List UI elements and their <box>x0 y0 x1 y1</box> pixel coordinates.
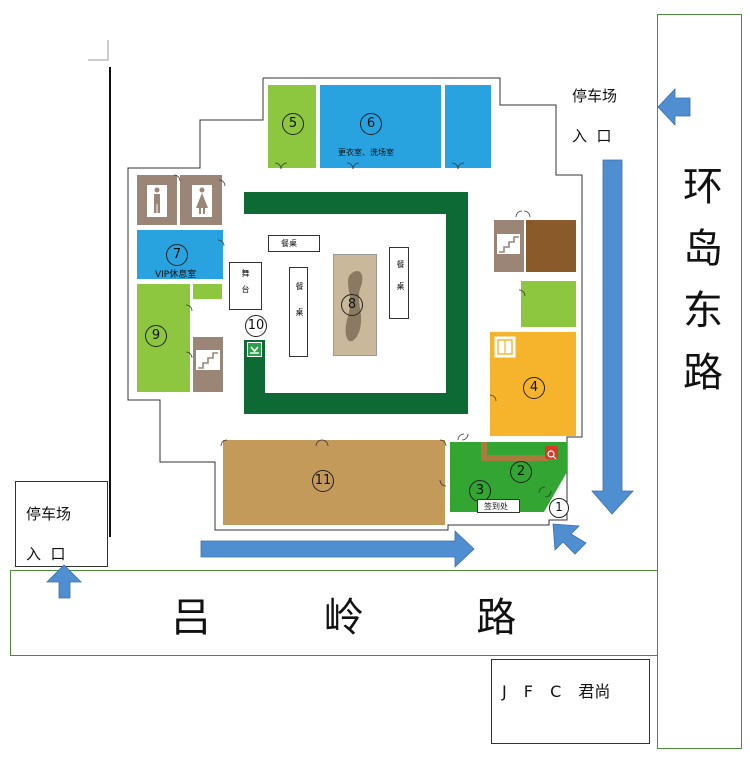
hall-wall-left <box>244 340 265 414</box>
search-icon <box>545 446 558 460</box>
hall-wall-right <box>446 192 468 414</box>
parking-line2: 入 口 <box>26 545 66 563</box>
parking-line2: 入 口 <box>572 127 612 145</box>
jfc-box: J F C 君尚 <box>491 659 650 744</box>
arrow-down-icon <box>591 159 634 515</box>
parking-entrance-box-left: 停车场 入 口 <box>15 481 108 567</box>
area-5-number: 5 <box>282 113 304 135</box>
east-road: 环岛东路 <box>657 14 742 749</box>
room-storage <box>526 220 576 272</box>
stage: 舞台 <box>229 262 262 310</box>
changing-room-label: 更衣室、洗场室 <box>338 148 394 157</box>
area-8-number: 8 <box>341 294 363 316</box>
south-road: 吕 岭 路 <box>10 570 658 656</box>
arrow-right-icon <box>200 530 475 568</box>
area-4-number: 4 <box>523 377 545 399</box>
area-11-number: 11 <box>312 470 334 492</box>
vip-lounge-label: VIP休息室 <box>155 270 197 280</box>
man-icon <box>147 185 167 217</box>
dining-table-right: 餐桌 <box>389 247 409 319</box>
room-9-annex <box>193 284 222 299</box>
room-6-annex <box>445 85 491 168</box>
woman-icon <box>192 185 212 217</box>
dining-table-label: 餐桌 <box>295 282 304 334</box>
dining-table-label: 餐桌 <box>281 239 297 248</box>
arrow-up-icon <box>46 564 82 599</box>
arrow-left-icon <box>657 87 691 127</box>
east-road-label: 环岛东路 <box>676 165 722 413</box>
area-2-number: 2 <box>510 461 532 483</box>
stage-label: 舞台 <box>241 269 250 301</box>
area-1-number: 1 <box>549 498 569 518</box>
area-6-number: 6 <box>360 113 382 135</box>
area-10-number: 10 <box>245 315 267 337</box>
elevator-icon <box>493 335 517 359</box>
sign-in-label: 签到处 <box>484 502 508 511</box>
arrow-diagonal-icon <box>552 523 587 555</box>
stairs-icon <box>196 350 220 370</box>
area-9-number: 9 <box>145 325 167 347</box>
dining-table-left: 餐桌 <box>289 267 308 357</box>
jfc-label: J F C 君尚 <box>502 682 611 701</box>
entrance-icon <box>246 341 263 358</box>
door-icons <box>173 162 552 498</box>
room-green-right <box>521 281 576 327</box>
dining-table-top: 餐桌 <box>268 235 320 252</box>
hall-wall-bottom <box>244 393 468 414</box>
room-11 <box>223 440 445 525</box>
dining-table-label: 餐桌 <box>396 260 405 304</box>
parking-line1: 停车场 <box>26 505 72 523</box>
parking-line1: 停车场 <box>572 87 618 105</box>
parking-entrance-label-top: 停车场 入 口 <box>572 76 617 156</box>
stairs-icon <box>497 234 520 254</box>
south-road-label: 吕 岭 路 <box>171 595 567 641</box>
area-7-number: 7 <box>166 244 188 266</box>
hall-wall-top <box>244 192 468 214</box>
sign-in-desk: 签到处 <box>477 499 520 513</box>
parking-entrance-label-left: 停车场 入 口 <box>26 494 71 574</box>
